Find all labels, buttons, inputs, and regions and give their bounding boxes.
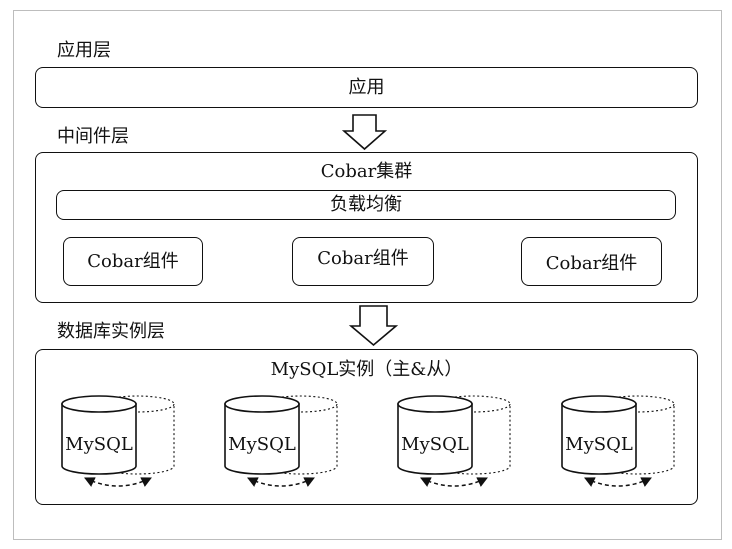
mysql-primary-top-2 (224, 395, 300, 413)
mysql-instance-label-1: MySQL (65, 434, 133, 455)
application-layer-label: 应用层 (57, 40, 111, 61)
load-balancer-label: 负载均衡 (330, 194, 402, 215)
mysql-primary-cylinder-4 (561, 403, 637, 475)
application-box-label: 应用 (348, 77, 385, 98)
mysql-instance-label-2: MySQL (228, 434, 296, 455)
down-arrow-2 (348, 305, 399, 347)
cobar-component-box-2: Cobar组件 (292, 237, 434, 286)
mysql-replica-cylinder-4 (599, 404, 675, 475)
down-arrow-1 (341, 114, 388, 151)
replication-arrow-1 (84, 477, 152, 487)
mysql-instance-1: MySQL (61, 395, 175, 487)
load-balancer-box: 负载均衡 (56, 190, 676, 220)
application-box: 应用 (35, 67, 698, 108)
mysql-replica-cylinder-1 (99, 404, 175, 475)
cobar-component-box-3: Cobar组件 (521, 237, 662, 286)
mysql-primary-top-3 (397, 395, 473, 413)
mysql-instance-4: MySQL (561, 395, 675, 487)
cobar-component-label-3: Cobar组件 (545, 253, 638, 274)
mysql-instance-label-3: MySQL (401, 434, 469, 455)
database-layer-label: 数据库实例层 (57, 321, 165, 342)
replication-arrow-4 (584, 477, 652, 487)
mysql-replica-cylinder-2 (262, 404, 338, 475)
cobar-cluster-title: Cobar集群 (320, 161, 413, 182)
mysql-instance-label-4: MySQL (565, 434, 633, 455)
mysql-primary-cylinder-2 (224, 403, 300, 475)
mysql-primary-cylinder-3 (397, 403, 473, 475)
mysql-primary-top-4 (561, 395, 637, 413)
mysql-instance-3: MySQL (397, 395, 511, 487)
replication-arrow-2 (247, 477, 315, 487)
replication-arrow-3 (420, 477, 488, 487)
cobar-component-box-1: Cobar组件 (63, 237, 203, 286)
cobar-component-label-2: Cobar组件 (317, 248, 409, 269)
mysql-primary-top-1 (61, 395, 137, 413)
mysql-primary-cylinder-1 (61, 403, 137, 475)
middleware-layer-label: 中间件层 (57, 126, 129, 147)
mysql-group-title: MySQL实例（主&从） (270, 359, 463, 380)
cobar-component-label-1: Cobar组件 (87, 251, 179, 272)
mysql-instance-2: MySQL (224, 395, 338, 487)
mysql-replica-cylinder-3 (435, 404, 511, 475)
